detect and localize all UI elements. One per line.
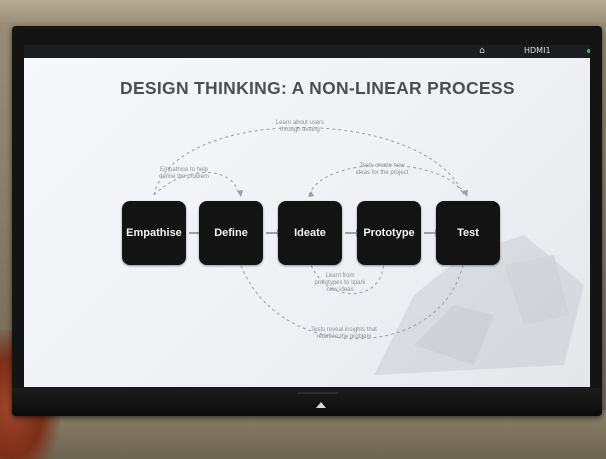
stage-ideate: Ideate — [278, 201, 342, 265]
stage-prototype: Prototype — [357, 201, 421, 265]
slide-title: DESIGN THINKING: A NON-LINEAR PROCESS — [120, 78, 515, 98]
input-source-icon: ⌂ — [479, 46, 485, 56]
arrow-prototype-test — [424, 229, 440, 237]
note-tests-reveal-insights: Tests reveal insights that redefine the … — [311, 327, 377, 340]
background-texture-graphic — [374, 235, 584, 375]
note-learn-about-users: Learn about users through testing — [275, 120, 325, 133]
tv-brand-strip — [298, 392, 338, 394]
stage-test: Test — [436, 201, 500, 265]
input-source-label: HDMI1 — [524, 46, 551, 55]
screen-status-bar: ⌂ HDMI1 — [24, 45, 590, 58]
stage-empathise: Empathise — [122, 201, 186, 265]
note-tests-create-ideas: Tests create new ideas for the project — [355, 163, 409, 176]
arrow-ideate-prototype — [345, 229, 361, 237]
note-empathise-define: Empathise to help define the problem — [159, 167, 209, 180]
tv-power-led-icon — [316, 402, 326, 408]
arrow-define-ideate — [266, 229, 282, 237]
tv-screen: ⌂ HDMI1 DESIGN THINKING: A NON-LINEAR PR… — [24, 45, 590, 387]
wall-background — [0, 0, 606, 22]
stage-define: Define — [199, 201, 263, 265]
signal-indicator-icon — [587, 49, 590, 53]
desk-surface — [0, 410, 606, 459]
note-learn-from-prototypes: Learn from prototypes to spark new ideas — [314, 273, 366, 293]
